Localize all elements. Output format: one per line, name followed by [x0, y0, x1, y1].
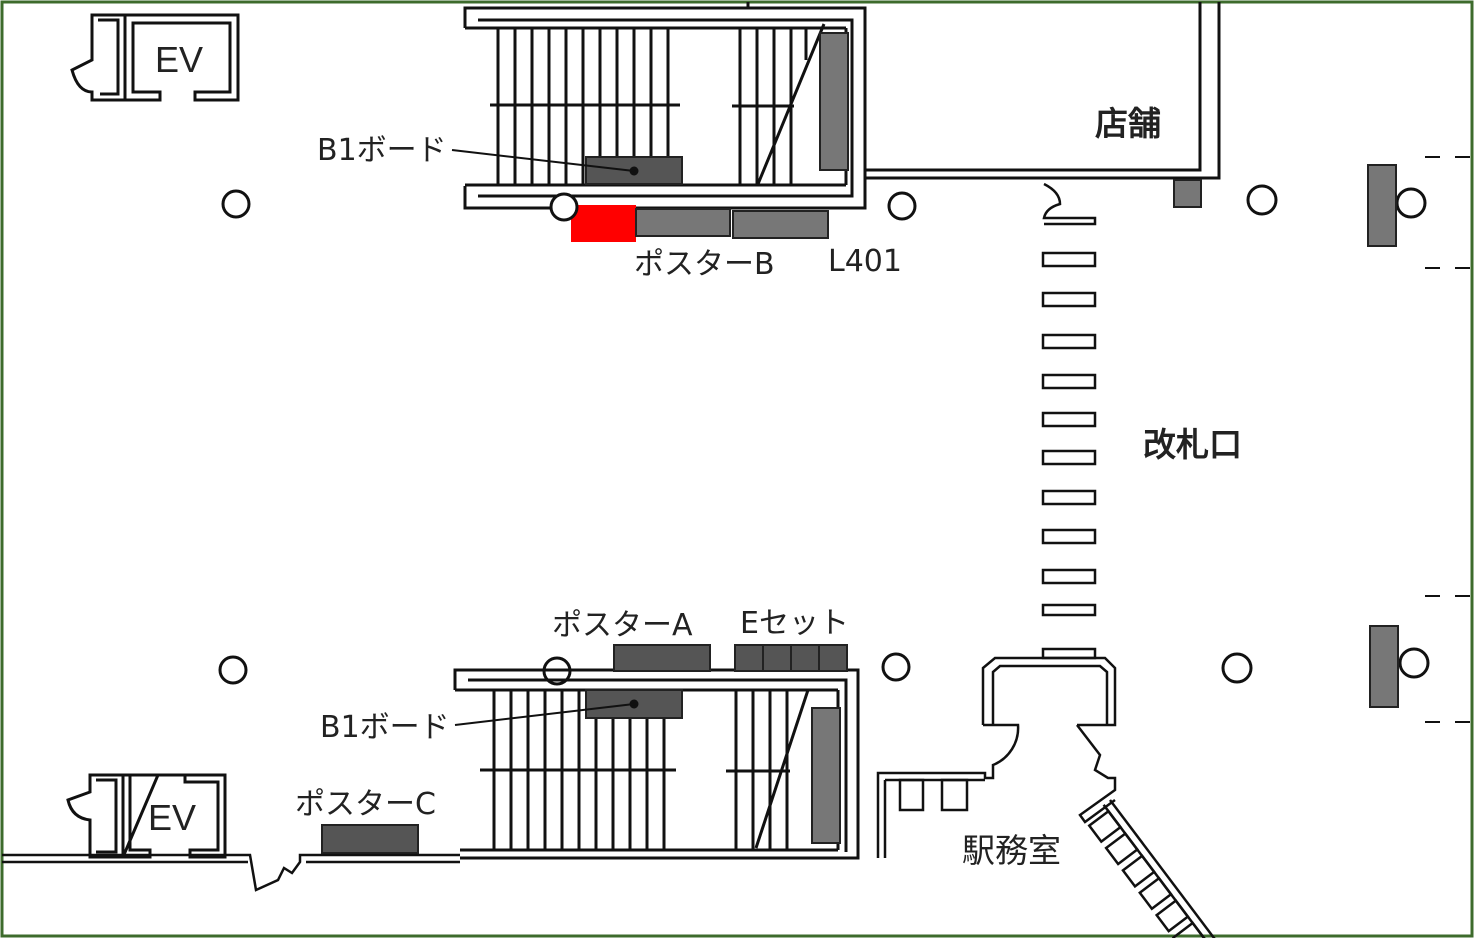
highlighted-location[interactable] [571, 205, 636, 242]
elevator-bottom-label: EV [148, 797, 197, 838]
store-label: 店舗 [1095, 104, 1161, 143]
l401-marker [732, 210, 829, 239]
wall-panel [811, 707, 841, 844]
ticket-gate-label: 改札口 [1143, 425, 1242, 464]
right-panel-bottom [1369, 625, 1399, 708]
dashes [1425, 156, 1470, 723]
poster-a-label[interactable]: ポスターA [552, 608, 693, 643]
b1-board-bottom-label[interactable]: B1ボード [320, 710, 450, 745]
stairway-bottom [453, 668, 860, 860]
store-outline [746, 2, 1221, 208]
b1-board-top-label[interactable]: B1ボード [317, 133, 447, 168]
poster-b-label[interactable]: ポスターB [634, 247, 775, 282]
elevator-bottom [66, 773, 227, 859]
l401-label[interactable]: L401 [828, 244, 902, 279]
poster-b-marker [635, 208, 731, 237]
poster-a-marker [613, 644, 711, 672]
ticket-gates [1041, 182, 1097, 660]
elevator-top-label: EV [155, 39, 204, 80]
poster-c-marker [321, 824, 419, 854]
right-panel-top [1367, 164, 1397, 247]
station-office-walls [876, 656, 1226, 938]
elevator-top [70, 13, 240, 102]
pillars [218, 184, 1430, 686]
poster-c-label[interactable]: ポスターC [295, 787, 436, 822]
e-set-label[interactable]: Eセット [740, 606, 849, 641]
station-office-label: 駅務室 [962, 831, 1061, 870]
floor-wall [2, 853, 460, 892]
stairway-top [451, 6, 867, 210]
wall-panel [819, 32, 849, 171]
e-set-marker [734, 644, 848, 672]
